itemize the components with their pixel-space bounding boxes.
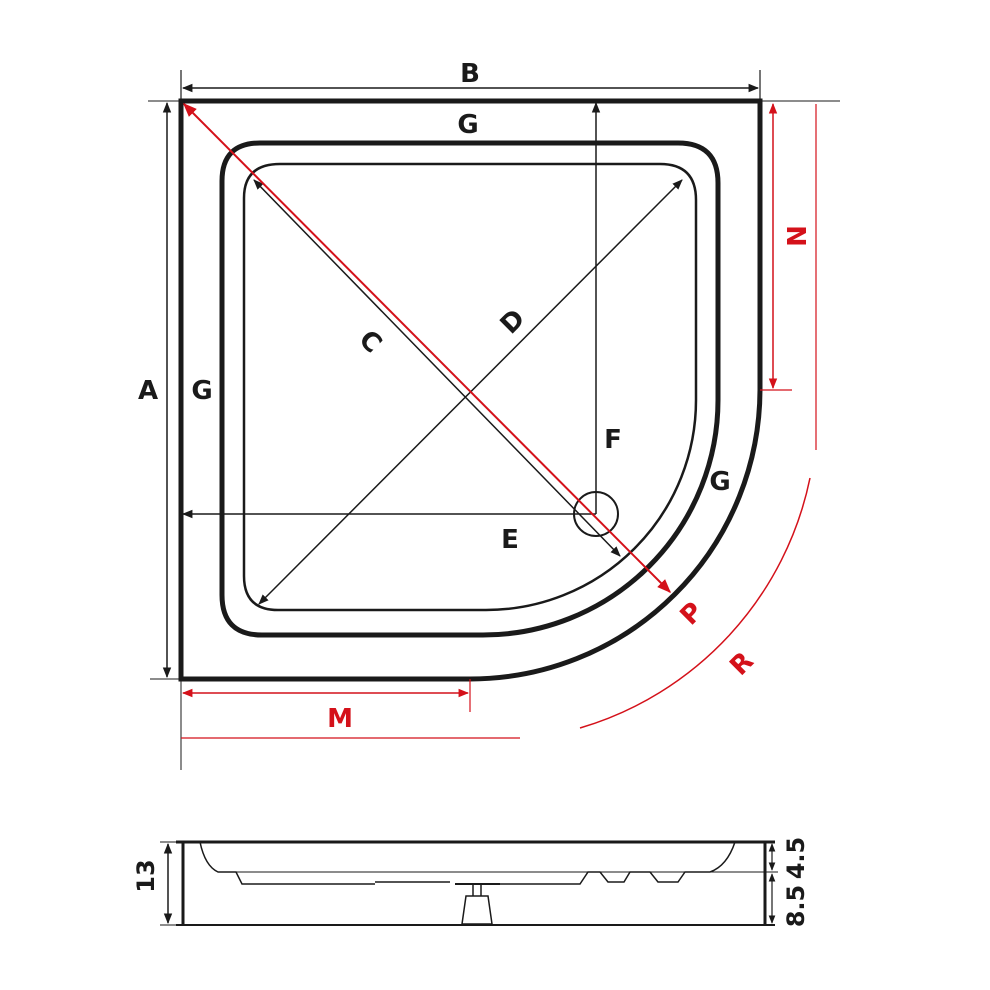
label-4-5: 4.5 xyxy=(782,837,810,880)
dimension-p-line xyxy=(183,103,671,593)
side-basin-profile xyxy=(199,841,736,885)
label-8-5: 8.5 xyxy=(782,885,810,928)
label-r: R xyxy=(724,646,759,681)
label-d: D xyxy=(495,304,531,340)
label-g-top: G xyxy=(457,110,478,140)
drain-foot xyxy=(461,895,493,925)
label-p: P xyxy=(675,597,710,632)
label-c: C xyxy=(353,325,388,360)
label-g-curve: G xyxy=(709,467,730,497)
label-a: A xyxy=(138,376,158,406)
dimension-r-arc xyxy=(579,477,811,729)
label-13: 13 xyxy=(132,859,160,892)
label-g-left: G xyxy=(191,376,212,406)
label-e: E xyxy=(501,525,519,555)
label-n: N xyxy=(780,225,810,247)
label-b: B xyxy=(460,59,480,89)
label-m: M xyxy=(327,704,353,734)
top-view: B G A G C D F E G N M P R xyxy=(138,59,840,770)
side-view: 13 4.5 8.5 xyxy=(132,837,810,928)
tray-basin-outline xyxy=(242,162,698,612)
dimension-c-line xyxy=(253,179,621,557)
label-f: F xyxy=(604,425,622,455)
